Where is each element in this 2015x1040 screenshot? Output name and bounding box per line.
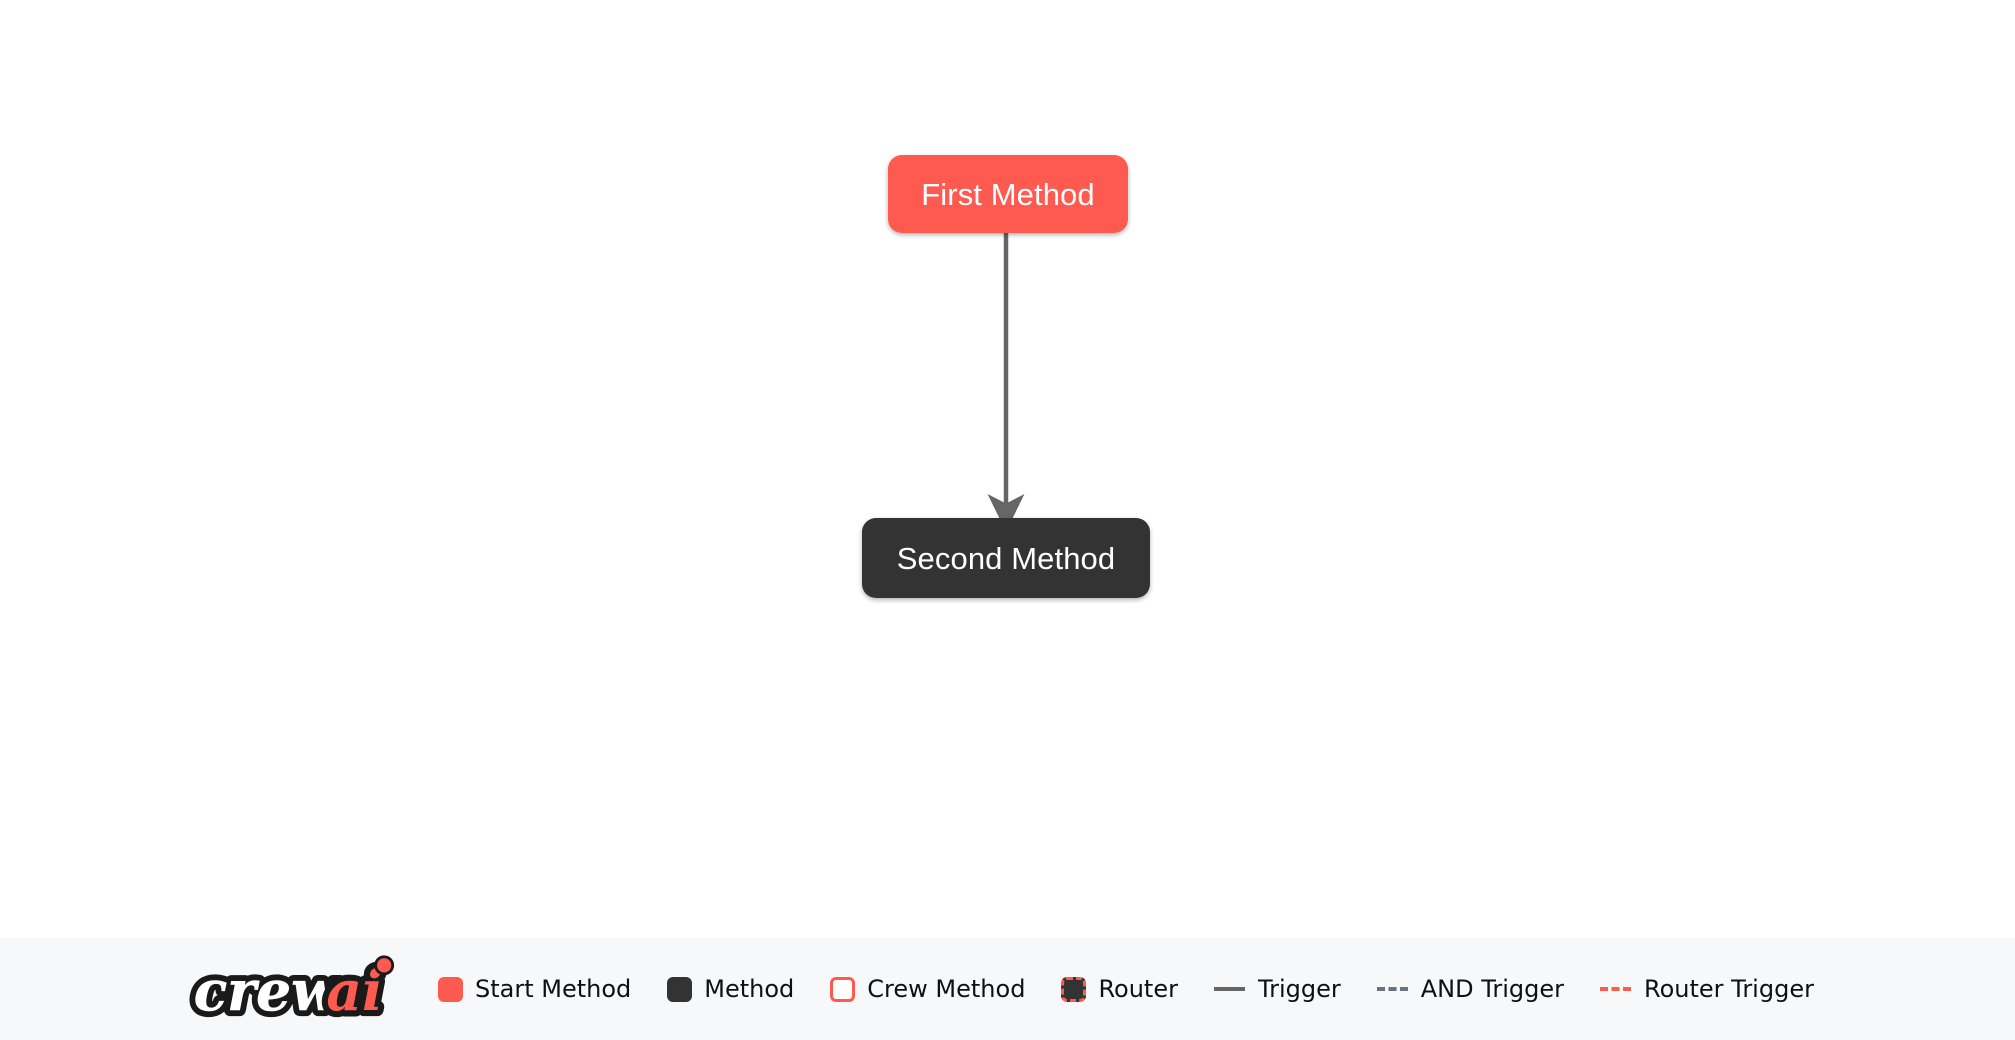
legend-bar: crew crew ai ai Start Method Method Cre bbox=[0, 938, 2015, 1040]
method-swatch-icon bbox=[667, 976, 693, 1002]
trigger-line-icon bbox=[1213, 987, 1245, 991]
flow-node-label: Second Method bbox=[896, 540, 1116, 576]
legend-label: Method bbox=[704, 975, 795, 1003]
legend-label: Router Trigger bbox=[1644, 975, 1814, 1003]
legend-item-crew-method[interactable]: Crew Method bbox=[830, 975, 1026, 1003]
crewai-logo: crew crew ai ai bbox=[188, 953, 395, 1025]
legend-item-router[interactable]: Router bbox=[1061, 975, 1178, 1003]
logo-i-dot bbox=[377, 958, 392, 973]
logo-ai-fill: ai bbox=[326, 958, 382, 1023]
edge-layer bbox=[987, 233, 1025, 532]
logo-crew-outline: crew bbox=[194, 958, 340, 1023]
flow-node-first-method[interactable]: First Method bbox=[888, 155, 1128, 233]
flow-node-label: First Method bbox=[921, 176, 1095, 212]
legend-label: Start Method bbox=[475, 975, 632, 1003]
start-method-swatch-icon bbox=[438, 976, 463, 1002]
legend-item-method[interactable]: Method bbox=[667, 975, 795, 1003]
legend-item-trigger[interactable]: Trigger bbox=[1213, 975, 1341, 1003]
legend-item-and-trigger[interactable]: AND Trigger bbox=[1376, 975, 1565, 1003]
legend-item-router-trigger[interactable]: Router Trigger bbox=[1600, 977, 1814, 1001]
legend-label: Trigger bbox=[1257, 975, 1341, 1003]
legend-label: Crew Method bbox=[867, 975, 1026, 1003]
crew-method-swatch-icon bbox=[830, 976, 856, 1002]
legend-items: Start Method Method Crew Method Router T… bbox=[438, 975, 1814, 1003]
legend-label: Router bbox=[1098, 975, 1178, 1003]
and-trigger-line-icon bbox=[1376, 987, 1408, 991]
legend-label: AND Trigger bbox=[1420, 975, 1565, 1003]
router-swatch-icon bbox=[1061, 976, 1087, 1002]
flow-canvas[interactable]: First Method Second Method bbox=[0, 0, 2015, 938]
flow-node-second-method[interactable]: Second Method bbox=[862, 518, 1150, 598]
legend-item-start-method[interactable]: Start Method bbox=[438, 975, 632, 1003]
router-trigger-line-icon bbox=[1600, 987, 1632, 991]
logo-crew-fill: crew bbox=[194, 958, 340, 1023]
